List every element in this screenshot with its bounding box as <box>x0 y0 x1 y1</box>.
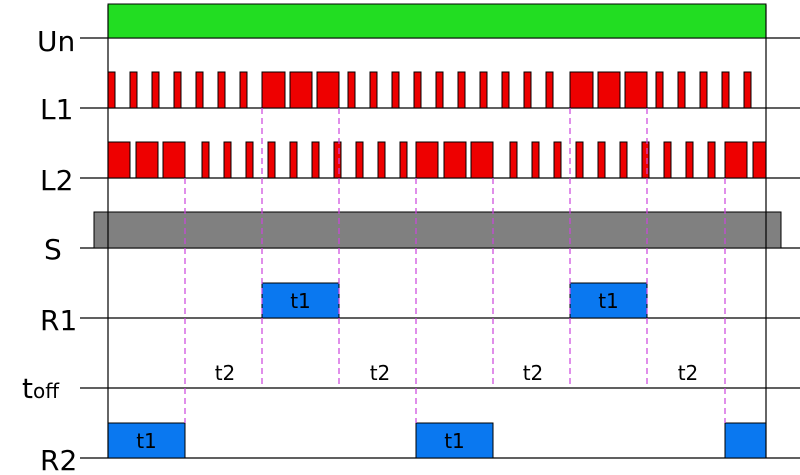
l1-pulse <box>743 71 752 109</box>
toff-timer-label: t2 <box>523 361 544 385</box>
l2-pulse <box>399 141 408 179</box>
s-sensor-bar <box>93 211 782 249</box>
l1-pulse <box>239 71 248 109</box>
l1-pulse <box>391 71 400 109</box>
row-label-s: S <box>44 233 62 266</box>
row-label-r2: R2 <box>40 444 77 475</box>
l1-pulse <box>151 71 160 109</box>
l1-pulse <box>457 71 466 109</box>
l1-pulse <box>479 71 488 109</box>
l2-pulse <box>289 141 298 179</box>
l2-pulse <box>619 141 628 179</box>
l2-pulse <box>333 141 342 179</box>
l1-pulse <box>523 71 532 109</box>
l2-pulse <box>162 141 186 179</box>
l2-pulse <box>135 141 159 179</box>
l1-pulse <box>129 71 138 109</box>
l2-pulse <box>470 141 494 179</box>
row-label-l2: L2 <box>40 164 73 197</box>
toff-timer-label: t2 <box>215 361 236 385</box>
row-label-l1: L1 <box>40 93 73 126</box>
l1-pulse <box>413 71 422 109</box>
markers <box>184 108 726 423</box>
row-label-un: Un <box>37 25 75 58</box>
l1-pulse <box>699 71 708 109</box>
l2-pulse <box>752 141 767 179</box>
l2-pulse <box>707 141 716 179</box>
un-supply-bar <box>107 3 767 39</box>
l1-pulse <box>316 71 340 109</box>
l1-pulse <box>369 71 378 109</box>
r2-timer-label: t1 <box>444 429 465 453</box>
l1-pulse <box>624 71 648 109</box>
row-label-toff: toff <box>22 372 60 405</box>
l1-pulse <box>261 71 286 109</box>
timer-labels: t1 t1 t1 t1 t2 t2 t2 t2 <box>136 289 698 453</box>
l2-pulse <box>724 141 748 179</box>
row-label-toff-main: t <box>22 372 33 405</box>
l1-pulse <box>501 71 510 109</box>
signals <box>93 3 782 459</box>
l2-pulse <box>597 141 606 179</box>
l2-pulse <box>267 141 276 179</box>
l2-pulse <box>531 141 540 179</box>
l2-pulse <box>553 141 562 179</box>
l1-pulse <box>569 71 594 109</box>
l2-pulse <box>509 141 518 179</box>
l2-pulse <box>377 141 386 179</box>
l1-pulse <box>107 71 116 109</box>
l2-pulse <box>245 141 254 179</box>
l1-pulse <box>195 71 204 109</box>
l1-pulse <box>435 71 444 109</box>
l2-pulse <box>311 141 320 179</box>
r2-timer-label: t1 <box>136 429 157 453</box>
l1-pulse <box>721 71 730 109</box>
l2-pulse <box>355 141 364 179</box>
r1-timer-label: t1 <box>290 289 311 313</box>
toff-timer-label: t2 <box>678 361 699 385</box>
row-label-r1: R1 <box>40 304 77 337</box>
l1-pulse <box>289 71 313 109</box>
l2-pulse <box>685 141 694 179</box>
r2-relay-block <box>724 422 767 459</box>
l2-pulse <box>663 141 672 179</box>
r2-relay-block <box>107 422 186 459</box>
l2-pulse <box>443 141 467 179</box>
l1-pulse <box>677 71 686 109</box>
l2-pulse <box>575 141 584 179</box>
l2-pulse <box>201 141 210 179</box>
l1-pulse <box>217 71 226 109</box>
l1-pulse <box>597 71 621 109</box>
l2-pulse <box>223 141 232 179</box>
l2-pulse <box>107 141 131 179</box>
l1-pulse <box>545 71 554 109</box>
r1-relay-block <box>569 282 648 319</box>
l1-pulse <box>173 71 182 109</box>
toff-timer-label: t2 <box>370 361 391 385</box>
l2-pulse <box>641 141 650 179</box>
row-label-toff-sub: off <box>33 379 60 403</box>
r1-timer-label: t1 <box>598 289 619 313</box>
r2-relay-block <box>415 422 494 459</box>
l2-pulse <box>415 141 439 179</box>
l1-pulse <box>655 71 664 109</box>
l1-pulse <box>347 71 356 109</box>
